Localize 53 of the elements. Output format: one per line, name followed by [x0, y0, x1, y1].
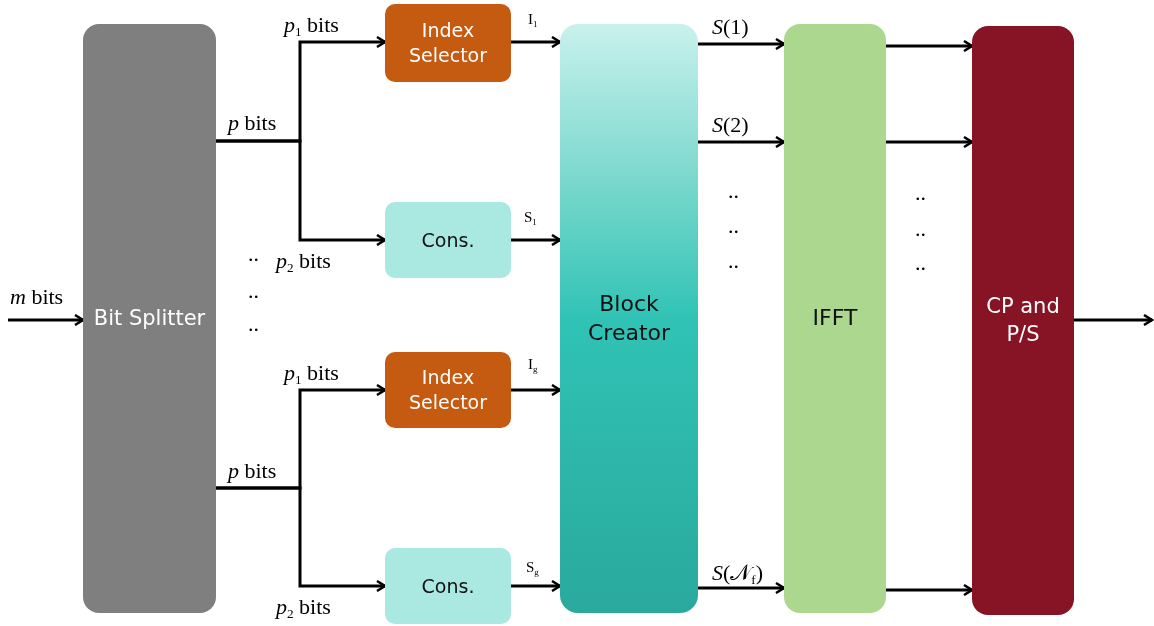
- signal-label: ..: [915, 182, 926, 204]
- edge-label: m bits: [10, 286, 64, 308]
- signal-label: ..: [248, 280, 259, 302]
- edge-label: S(2): [712, 114, 749, 136]
- arrow: [886, 135, 974, 149]
- edge-label: I$_{g}$: [528, 357, 538, 374]
- block-label: Index Selector: [407, 18, 489, 68]
- arrow: [511, 233, 562, 247]
- arrow: [511, 383, 562, 397]
- signal-label: p bits: [228, 112, 277, 134]
- process-block: [784, 24, 886, 613]
- edge-label: S(𝒩$_{f}$): [712, 562, 764, 587]
- signal-label: ..: [728, 180, 739, 202]
- signal-label: ..: [915, 218, 926, 240]
- edge-label: p$_{2}$ bits: [276, 250, 331, 275]
- block-label: Cons.: [421, 227, 475, 253]
- process-box: [385, 4, 511, 82]
- arrow: [698, 135, 786, 149]
- edge-label: p$_{1}$ bits: [284, 14, 339, 39]
- process-box: [385, 352, 511, 428]
- block-label: Cons.: [421, 573, 475, 599]
- block-label: CP and P/S: [985, 293, 1061, 348]
- edge-label: S$_{1}$: [524, 210, 537, 227]
- process-block: [972, 26, 1074, 615]
- arrow: [886, 583, 974, 597]
- signal-label: ..: [248, 243, 259, 265]
- arrow: [886, 39, 974, 53]
- edge-label: p$_{1}$ bits: [284, 362, 339, 387]
- block-label: Bit Splitter: [93, 304, 206, 332]
- block-label: IFFT: [812, 304, 858, 333]
- arrow: [216, 139, 387, 247]
- process-block: [560, 24, 698, 613]
- signal-label: ..: [915, 252, 926, 274]
- arrow: [216, 486, 387, 593]
- block-label: Index Selector: [407, 365, 489, 415]
- arrow: [698, 581, 786, 595]
- process-box: [385, 202, 511, 278]
- splitter-block: [83, 24, 216, 613]
- edge-label: I$_{1}$: [528, 12, 538, 29]
- signal-label: ..: [248, 313, 259, 335]
- process-box: [385, 548, 511, 624]
- arrow: [511, 35, 562, 49]
- edge-label: p$_{2}$ bits: [276, 596, 331, 621]
- edge-label: S$_{g}$: [526, 560, 539, 577]
- edge-label: S(1): [712, 16, 749, 38]
- arrow: [698, 37, 786, 51]
- signal-label: ..: [728, 250, 739, 272]
- signal-label: p bits: [228, 460, 277, 482]
- arrow: [1074, 313, 1154, 327]
- arrow: [8, 313, 85, 327]
- arrow: [511, 579, 562, 593]
- block-label: Block Creator: [586, 289, 672, 347]
- signal-label: ..: [728, 215, 739, 237]
